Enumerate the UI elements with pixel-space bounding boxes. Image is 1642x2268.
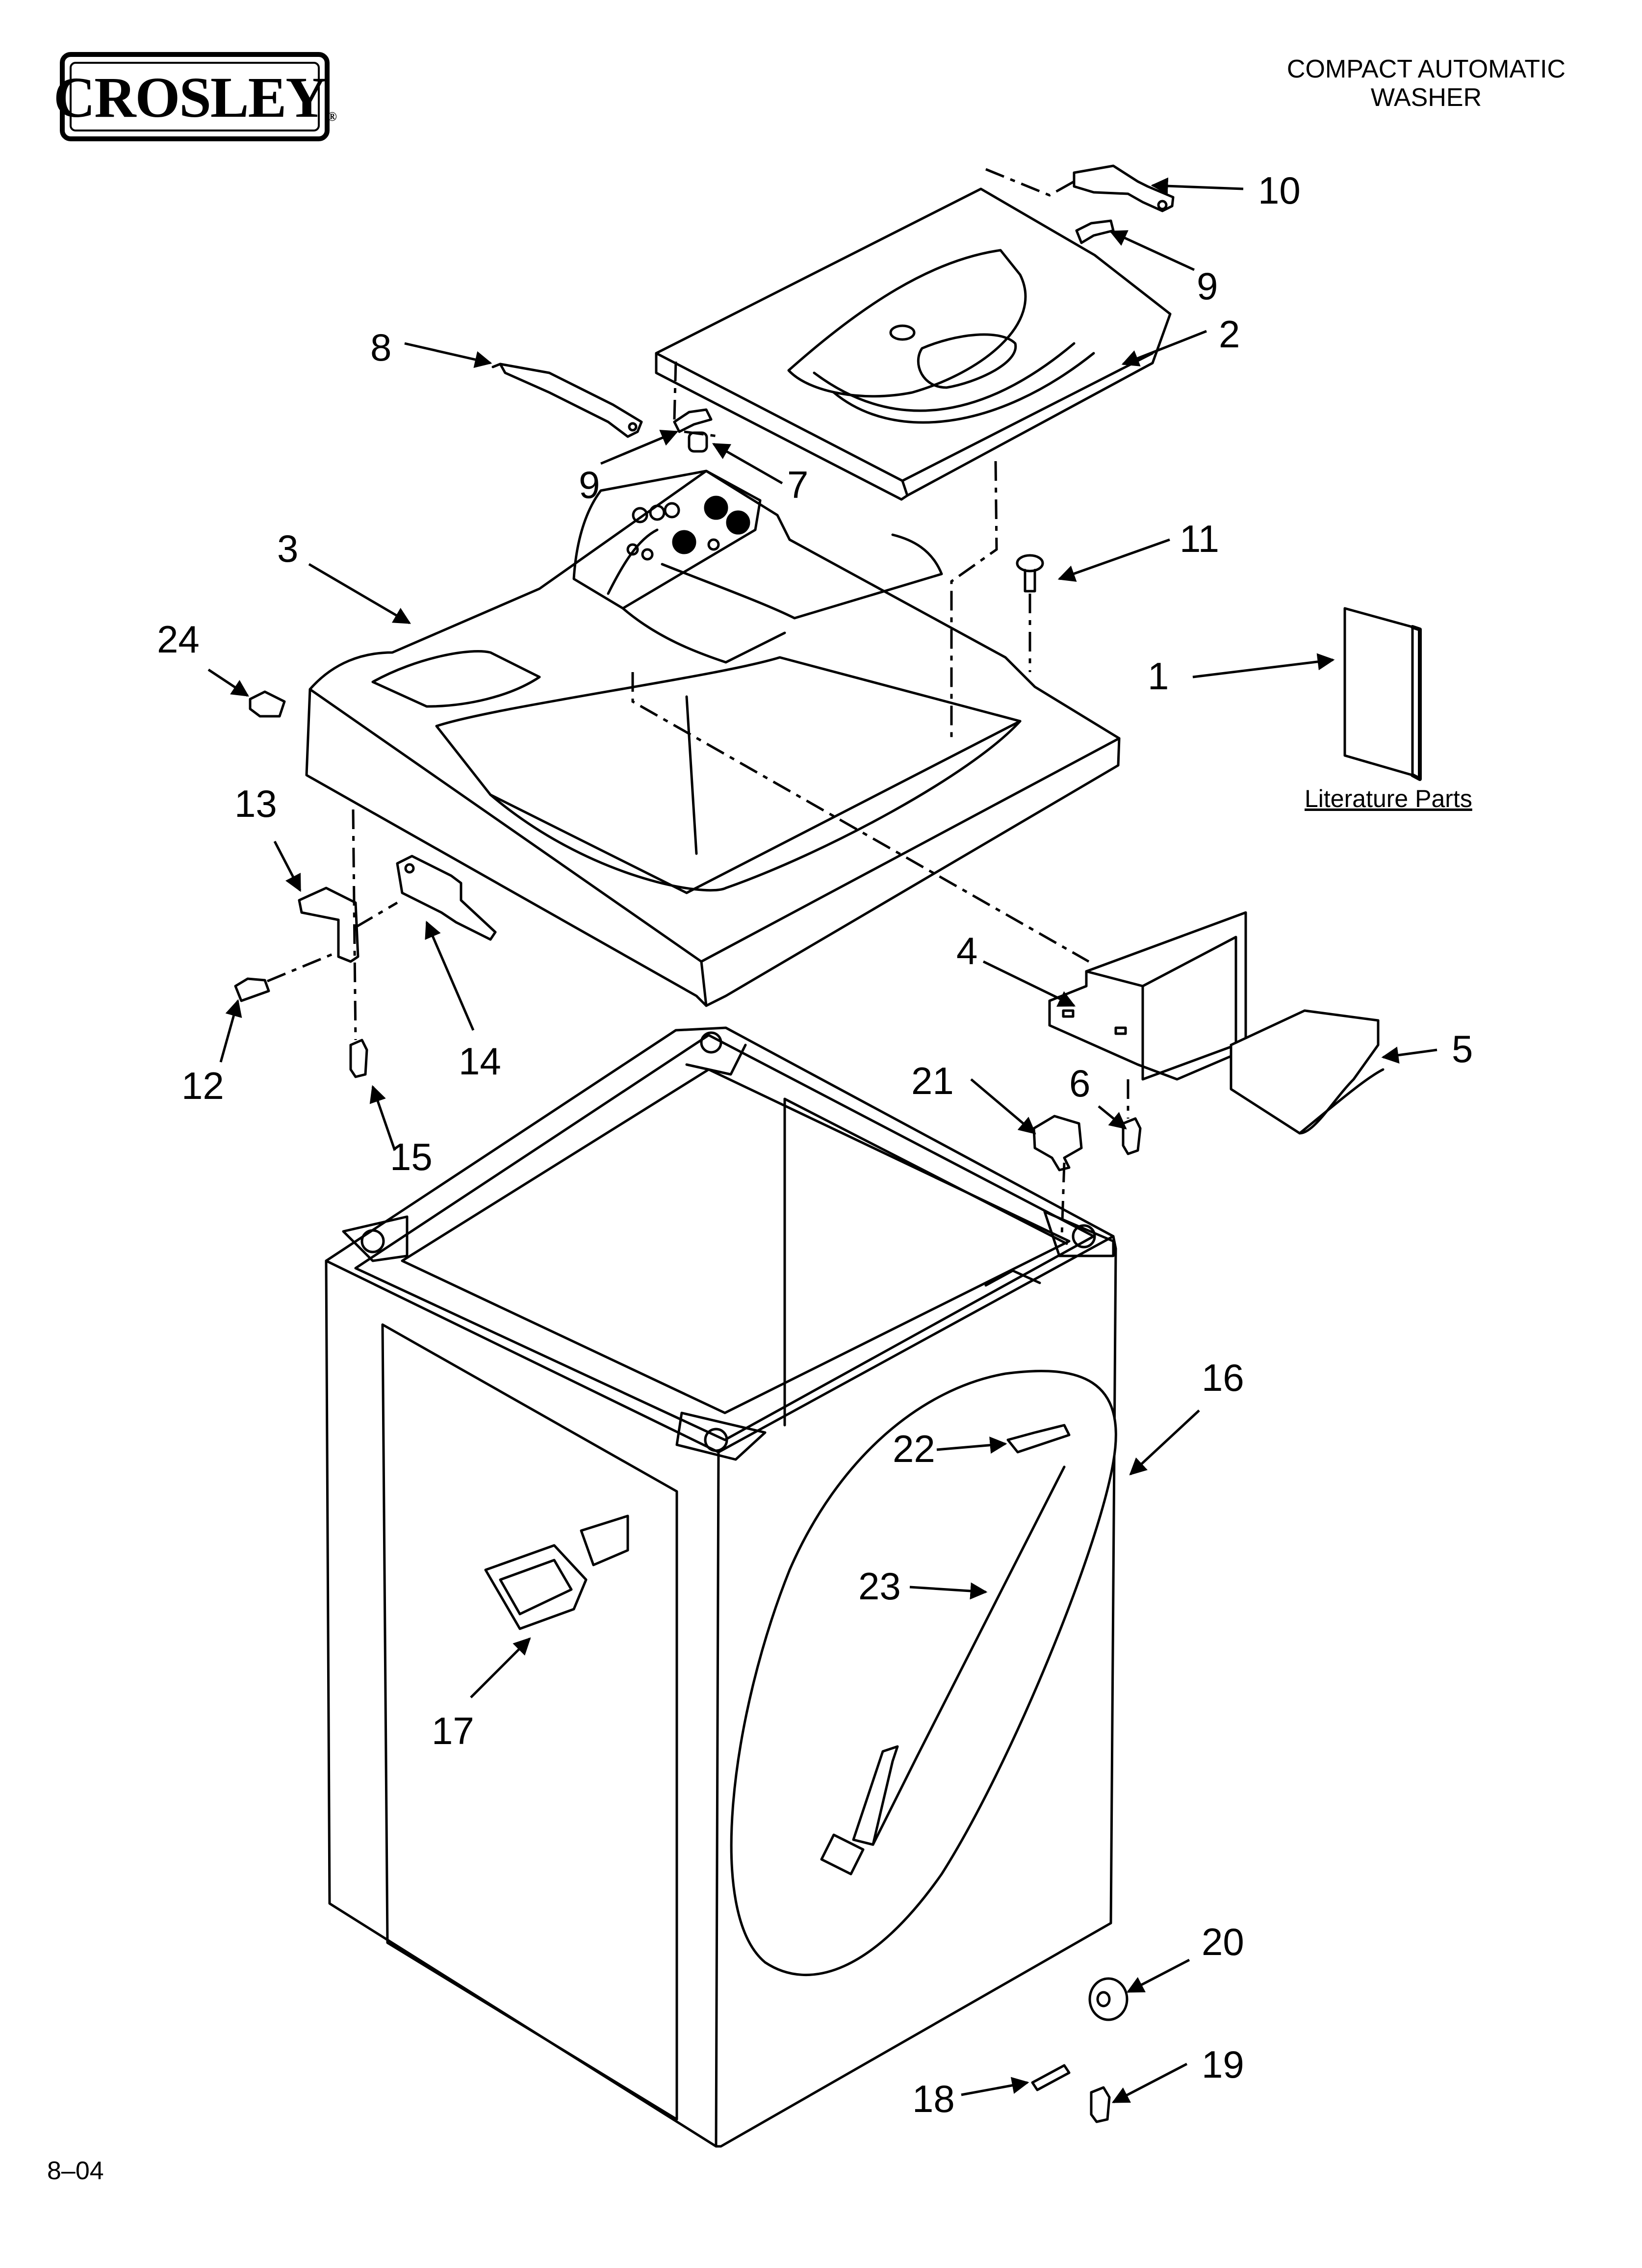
mounting-screw-24 — [249, 690, 286, 718]
cover-screw-15 — [349, 1039, 368, 1078]
callout-24: 24 — [157, 618, 200, 661]
callout-18: 18 — [912, 2077, 955, 2120]
leg-pin — [1031, 2064, 1071, 2091]
callout-8: 8 — [370, 326, 391, 369]
switch-bracket — [298, 886, 359, 963]
lid-part — [655, 187, 1172, 501]
page-title: COMPACT AUTOMATIC WASHER — [1269, 55, 1583, 112]
assembly-lines — [267, 168, 1129, 1237]
title-line-1: COMPACT AUTOMATIC — [1286, 55, 1566, 83]
lid-bumper — [688, 431, 708, 453]
callout-13: 13 — [234, 782, 277, 825]
callout-12: 12 — [181, 1064, 224, 1107]
lid-hinge-right — [1073, 164, 1175, 212]
logo-text: CROSLEY® — [53, 65, 337, 130]
foot-screw — [1090, 2086, 1111, 2123]
lid-stop-bumper — [1016, 554, 1044, 593]
callout-10: 10 — [1258, 169, 1301, 212]
callout-4: 4 — [956, 929, 977, 972]
callout-15: 15 — [390, 1135, 433, 1178]
callout-5: 5 — [1452, 1027, 1473, 1070]
callout-14: 14 — [459, 1040, 501, 1083]
callout-16: 16 — [1202, 1356, 1244, 1399]
internal-cutaway — [730, 1370, 1117, 1976]
dispenser-housing — [1048, 911, 1247, 1081]
revision-code: 8–04 — [47, 2157, 104, 2185]
dispenser-cup — [1230, 1009, 1385, 1135]
callout-23: 23 — [858, 1564, 901, 1608]
literature-parts-label: Literature Parts — [1305, 785, 1472, 812]
callout-19: 19 — [1202, 2043, 1244, 2086]
callout-20: 20 — [1202, 1920, 1244, 1963]
callout-11: 11 — [1180, 517, 1219, 560]
callout-7: 7 — [787, 463, 808, 506]
callout-17: 17 — [432, 1709, 474, 1752]
callout-arrows — [207, 177, 1437, 2104]
lid-switch — [396, 855, 497, 941]
crosley-logo: CROSLEY® — [53, 52, 337, 141]
registered-mark: ® — [327, 109, 337, 124]
leveling-foot — [1088, 1977, 1129, 2021]
callout-labels: 10 9 2 8 9 7 3 11 1 24 13 14 4 5 21 6 15… — [157, 169, 1473, 2120]
literature-booklet — [1343, 607, 1422, 781]
callout-2: 2 — [1219, 313, 1240, 356]
logo-inner-border — [70, 62, 320, 131]
top-cover-part — [305, 469, 1121, 1007]
dispenser-screw — [1122, 1117, 1142, 1155]
hinge-screw-upper — [1075, 219, 1115, 244]
callout-6: 6 — [1069, 1062, 1090, 1105]
lid-hinge-left — [491, 363, 643, 438]
snubber-pad — [1032, 1115, 1083, 1172]
callout-22: 22 — [893, 1427, 935, 1470]
title-line-2: WASHER — [1370, 83, 1482, 112]
callout-9-lower: 9 — [579, 463, 600, 506]
callout-21: 21 — [911, 1059, 954, 1102]
bracket-screw — [234, 977, 270, 1002]
callout-3: 3 — [277, 527, 298, 570]
callout-1: 1 — [1148, 654, 1169, 698]
hinge-screw-lower — [673, 408, 713, 433]
callout-9-upper: 9 — [1197, 264, 1218, 308]
